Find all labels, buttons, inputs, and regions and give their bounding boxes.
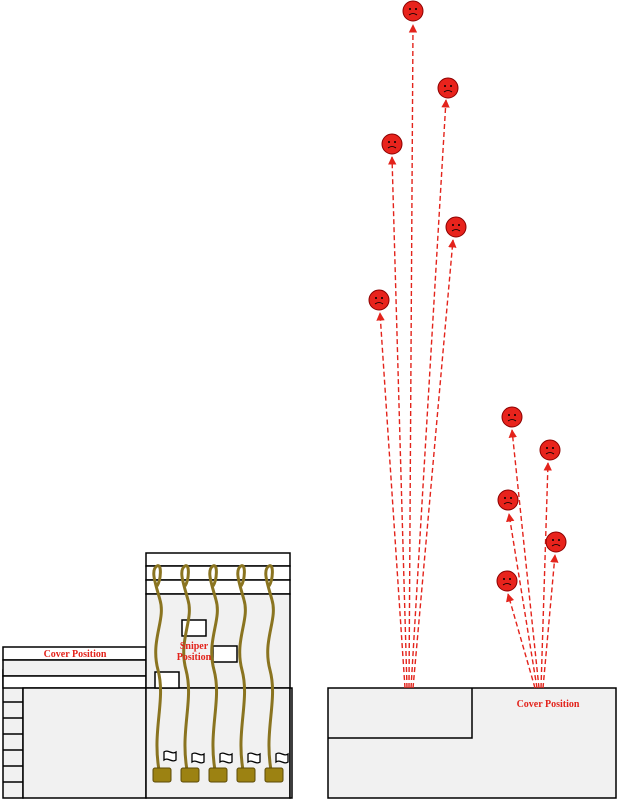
face-icon bbox=[545, 531, 567, 553]
enemy-group-tall bbox=[368, 0, 467, 311]
sniper-position-label: Sniper Position bbox=[170, 641, 218, 663]
face-icon bbox=[368, 289, 390, 311]
trajectory-lines bbox=[376, 24, 559, 689]
climbing-ropes bbox=[152, 564, 275, 771]
enemy-group-short bbox=[496, 406, 567, 592]
face-icon bbox=[402, 0, 424, 22]
face-icon bbox=[501, 406, 523, 428]
face-icon bbox=[445, 216, 467, 238]
sniper-label-line2: Position bbox=[176, 652, 212, 663]
stair-column bbox=[2, 669, 24, 799]
left-cover-wall bbox=[2, 646, 147, 799]
face-icon bbox=[539, 439, 561, 461]
face-icon bbox=[497, 489, 519, 511]
sniper-label-line1: Sniper bbox=[179, 641, 209, 652]
flag-icon bbox=[163, 750, 289, 764]
face-icon bbox=[381, 133, 403, 155]
sandbag-icon bbox=[152, 767, 284, 783]
face-icon bbox=[496, 570, 518, 592]
cover-position-left-label: Cover Position bbox=[43, 649, 107, 660]
cover-position-right-label: Cover Position bbox=[516, 699, 580, 710]
face-icon bbox=[437, 77, 459, 99]
right-cover-building bbox=[327, 687, 617, 799]
